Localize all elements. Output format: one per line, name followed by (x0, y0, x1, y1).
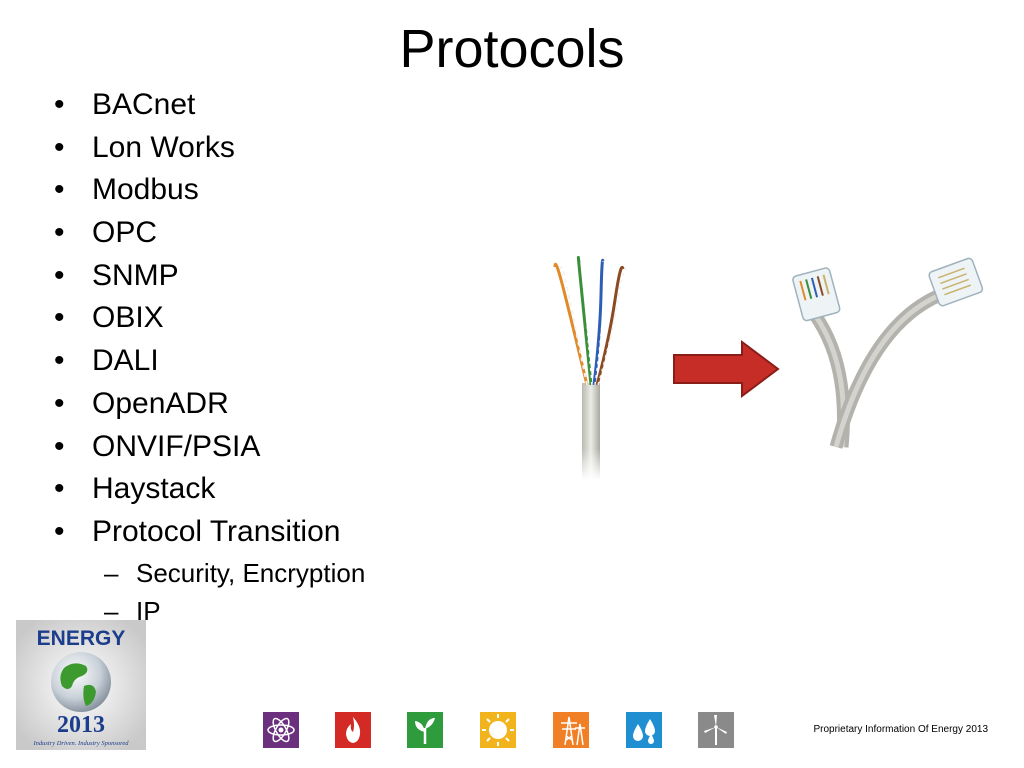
footer-text: Proprietary Information Of Energy 2013 (813, 724, 988, 735)
plant-icon (407, 712, 443, 748)
list-item-label: BACnet (92, 88, 196, 121)
bullet-glyph: • (54, 429, 65, 463)
list-item-label: Haystack (92, 472, 216, 506)
list-item: • BACnet (50, 84, 340, 127)
list-item: • OpenADR (50, 383, 340, 426)
water-drops-icon (626, 712, 662, 748)
sun-icon (480, 712, 516, 748)
sub-list-item: –Security, Encryption (104, 554, 365, 592)
bullet-glyph: • (54, 514, 65, 548)
list-item-label: DALI (92, 344, 159, 378)
bullet-glyph: • (54, 258, 65, 292)
list-item: • ONVIF/PSIA (50, 426, 340, 469)
unterminated-cable-image (553, 256, 627, 480)
wind-turbine-icon (698, 712, 734, 748)
rj45-cable-image (792, 257, 984, 449)
red-arrow-icon (673, 340, 780, 398)
atom-icon (263, 712, 299, 748)
list-item: • SNMP (50, 255, 340, 298)
list-item-label: SNMP (92, 258, 179, 292)
list-item-label: OBIX (92, 301, 164, 335)
list-item: • OBIX (50, 297, 340, 340)
bullet-glyph: • (54, 386, 65, 420)
bullet-glyph: • (54, 472, 65, 506)
list-item-label: OpenADR (92, 386, 229, 420)
list-item: • Modbus (50, 169, 340, 212)
bullet-glyph: • (54, 301, 65, 335)
list-item: • OPC (50, 212, 340, 255)
list-item-label: OPC (92, 216, 158, 250)
protocol-list: • BACnet • Lon Works • Modbus • OPC • SNMP • O… (50, 84, 340, 554)
list-item-label: Modbus (92, 173, 199, 207)
logo-word: ENERGY (37, 627, 126, 650)
slide-title: Protocols (399, 19, 625, 79)
power-tower-icon (553, 712, 589, 748)
list-item-label: Lon Works (92, 130, 235, 164)
sub-list-item-label: Security, Encryption (136, 558, 366, 588)
list-item: • Lon Works (50, 127, 340, 170)
flame-icon (335, 712, 371, 748)
list-item: • Haystack (50, 468, 340, 511)
logo-year: 2013 (57, 712, 105, 738)
list-item: • DALI (50, 340, 340, 383)
energy-2013-logo: ENERGY 2013 Industry Driven. Industry Sp… (16, 620, 146, 750)
bullet-glyph: • (54, 130, 65, 164)
list-item-label: ONVIF/PSIA (92, 429, 261, 463)
bullet-glyph: • (54, 216, 65, 250)
dash-glyph: – (104, 558, 119, 588)
list-item-label: Protocol Transition (92, 514, 341, 548)
bullet-glyph: • (54, 344, 65, 378)
bullet-glyph: • (54, 88, 65, 121)
logo-tagline: Industry Driven. Industry Sponsored (32, 740, 129, 747)
bullet-glyph: • (54, 173, 65, 207)
dash-glyph: – (104, 596, 119, 626)
sub-bullet-list: –Security, Encryption –IP (104, 554, 365, 630)
list-item: • Protocol Transition (50, 511, 340, 554)
